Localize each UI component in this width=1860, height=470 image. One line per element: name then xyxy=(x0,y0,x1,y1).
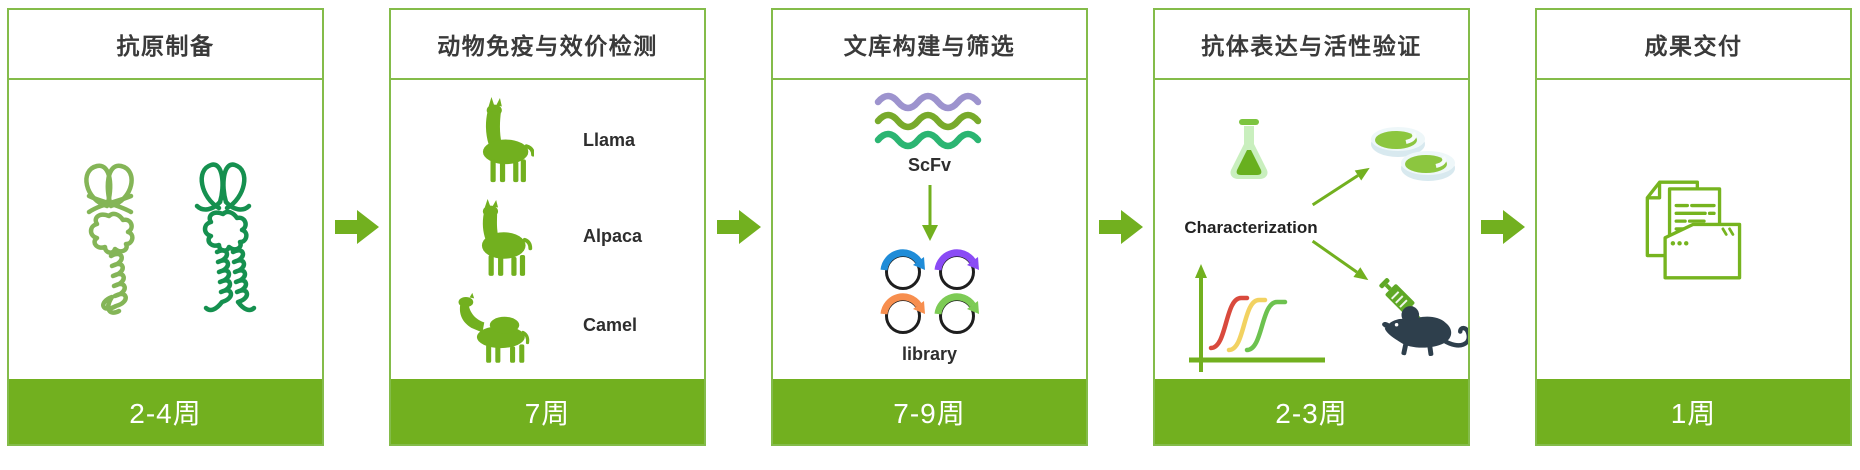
stage-body-library: ScFv xyxy=(773,80,1086,379)
llama-row: Llama xyxy=(415,96,704,184)
alpaca-label: Alpaca xyxy=(583,225,643,246)
flow-arrow-gap xyxy=(706,8,771,446)
arrow-to-petri-icon xyxy=(1311,167,1370,207)
flow-arrow-gap xyxy=(324,8,389,446)
stage-title: 动物免疫与效价检测 xyxy=(391,10,704,80)
characterization-label: Characterization xyxy=(1184,218,1318,237)
stage-body-animals: Llama Alpaca xyxy=(391,80,704,379)
camel-label: Camel xyxy=(583,315,638,335)
alpaca-row: Alpaca xyxy=(415,196,704,276)
stage-duration: 1周 xyxy=(1537,379,1850,444)
stage-deliverables: 成果交付 xyxy=(1535,8,1852,446)
stage-body-deliverables xyxy=(1537,80,1850,379)
stage-title: 成果交付 xyxy=(1537,10,1850,80)
stage-duration: 7-9周 xyxy=(773,379,1086,444)
camel-row: Camel xyxy=(415,289,704,363)
antibody-dark-icon xyxy=(194,162,256,313)
stage-title: 文库构建与筛选 xyxy=(773,10,1086,80)
stage-library-construction: 文库构建与筛选 ScFv xyxy=(771,8,1088,446)
stage-duration: 7周 xyxy=(391,379,704,444)
antibody-light-icon xyxy=(83,163,135,315)
llama-label: Llama xyxy=(583,129,636,150)
stage-body-validation: Characterization xyxy=(1155,80,1468,379)
library-label: library xyxy=(901,344,958,364)
workflow-diagram: 抗原制备 xyxy=(7,8,1852,446)
flow-arrow-icon xyxy=(1098,210,1143,244)
flow-arrow-gap xyxy=(1088,8,1153,446)
camel-icon xyxy=(458,292,530,363)
stage-title: 抗体表达与活性验证 xyxy=(1155,10,1468,80)
stage-body-antigen xyxy=(9,80,322,379)
flow-arrow-gap xyxy=(1470,8,1535,446)
petri-dishes-icon xyxy=(1371,127,1455,181)
plasmid-library-icon xyxy=(880,249,979,334)
stage-duration: 2-4周 xyxy=(9,379,322,444)
flow-arrow-icon xyxy=(334,210,379,244)
alpaca-icon xyxy=(481,199,533,276)
sigmoid-curves-icon xyxy=(1189,264,1325,372)
stage-duration: 2-3周 xyxy=(1155,379,1468,444)
arrow-to-mouse-icon xyxy=(1311,239,1369,281)
flow-arrow-icon xyxy=(1480,210,1525,244)
llama-icon xyxy=(482,96,534,182)
scfv-waves-icon xyxy=(874,92,981,150)
documents-folder-icon xyxy=(1645,180,1741,279)
stage-immunization-titer: 动物免疫与效价检测 Llama xyxy=(389,8,706,446)
stage-antigen-preparation: 抗原制备 xyxy=(7,8,324,446)
stage-expression-validation: 抗体表达与活性验证 Characterization xyxy=(1153,8,1470,446)
mouse-syringe-icon xyxy=(1379,278,1468,357)
scfv-label: ScFv xyxy=(907,155,952,175)
stage-title: 抗原制备 xyxy=(9,10,322,80)
down-arrow-icon xyxy=(921,185,938,241)
flask-icon xyxy=(1230,119,1268,179)
flow-arrow-icon xyxy=(716,210,761,244)
